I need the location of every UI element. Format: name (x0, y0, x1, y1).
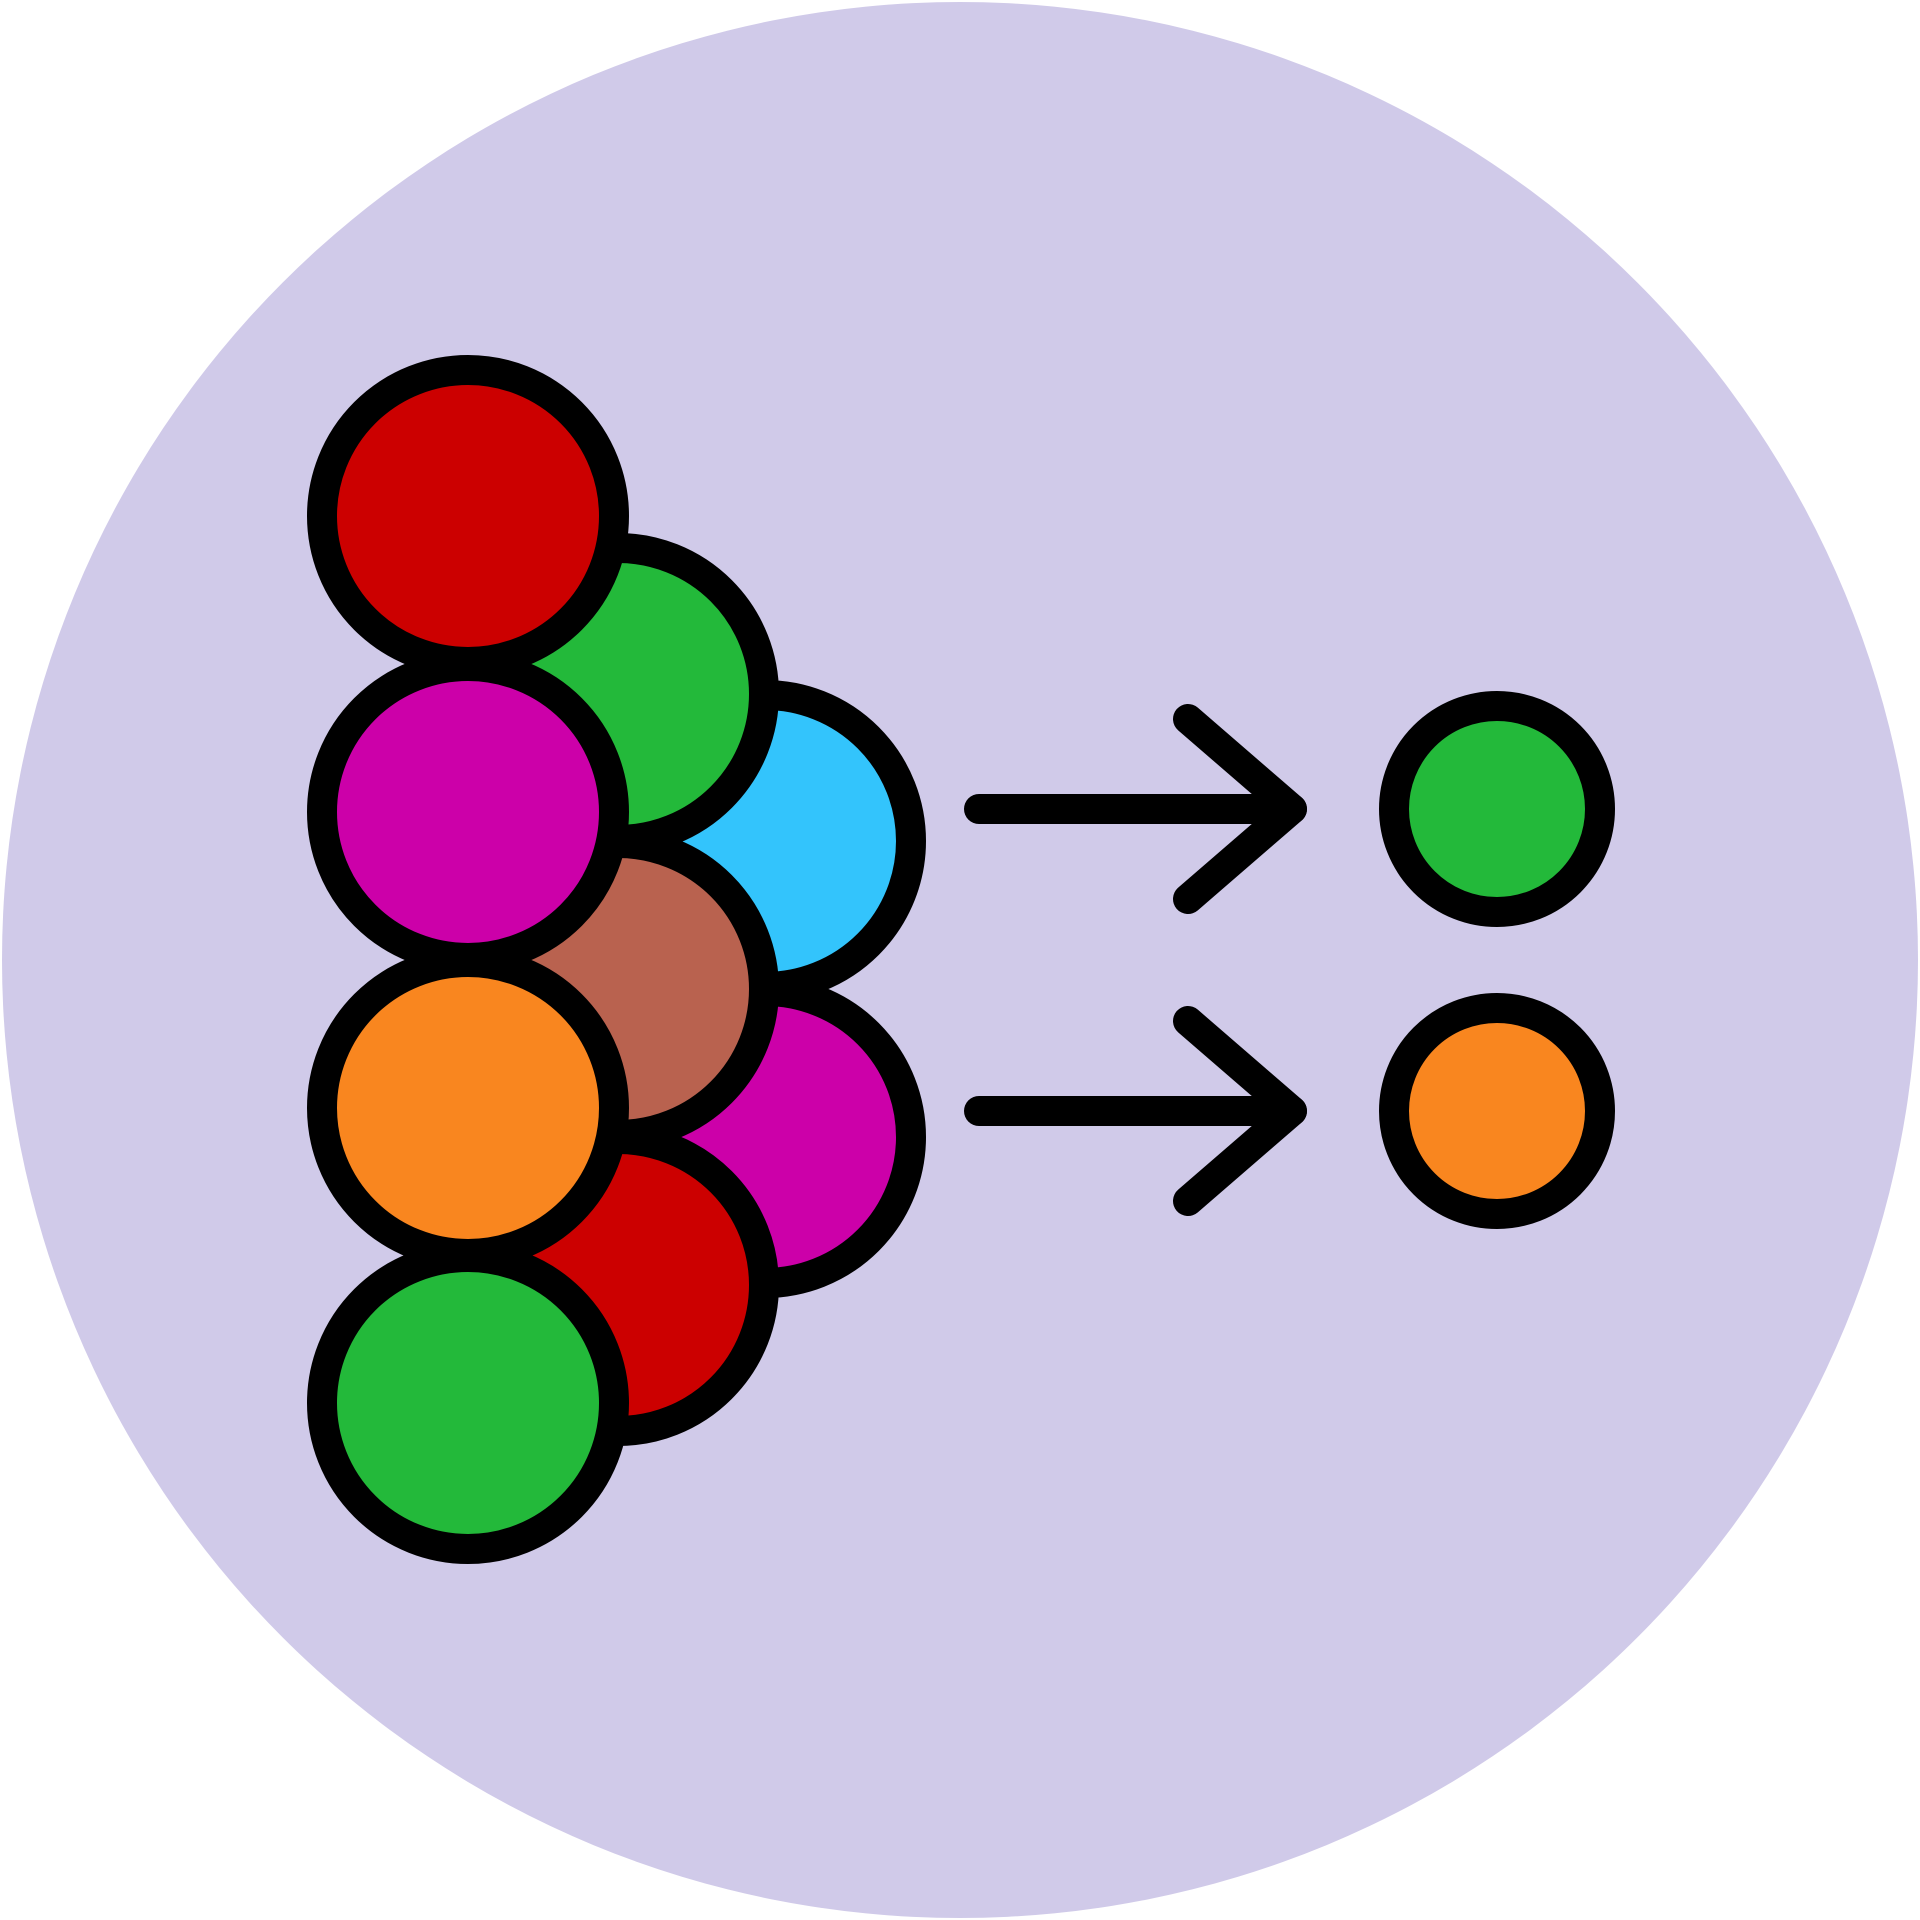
arrow-right-icon (964, 1006, 1307, 1216)
output-ball-orange (1379, 993, 1615, 1229)
input-ball-orange (307, 947, 629, 1269)
output-ball-green (1379, 691, 1615, 927)
input-ball-cluster (307, 355, 926, 1564)
output-balls (1379, 691, 1615, 1229)
input-ball-green-bottom (307, 1242, 629, 1564)
input-ball-red-top (307, 355, 629, 677)
input-ball-magenta-left (307, 651, 629, 973)
arrows-group (964, 704, 1307, 1216)
arrow-right-icon (964, 704, 1307, 914)
